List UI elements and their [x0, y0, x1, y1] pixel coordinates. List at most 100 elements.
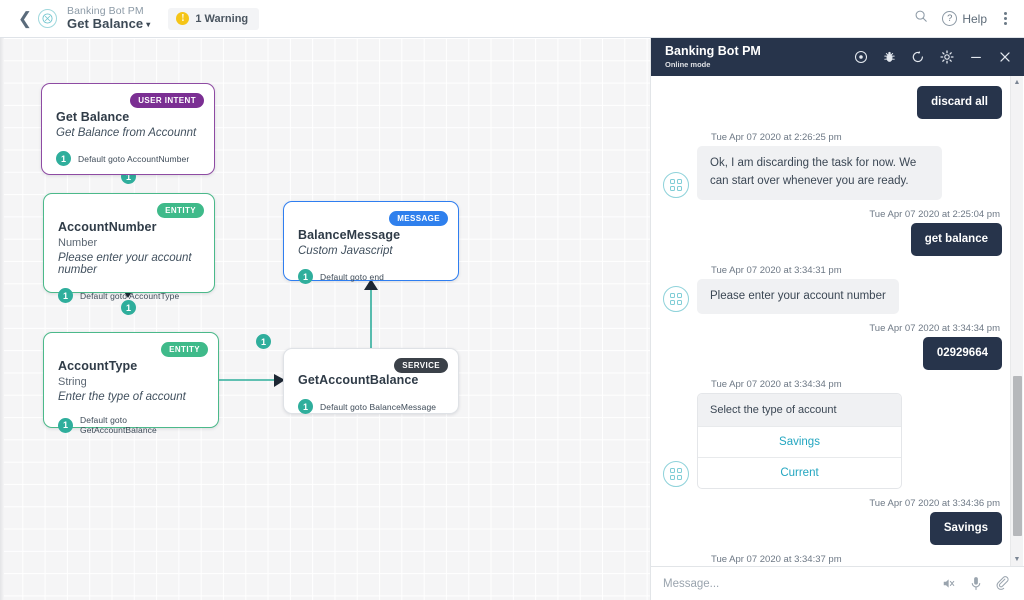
message-timestamp: Tue Apr 07 2020 at 3:34:36 pm	[869, 498, 1000, 510]
scrollbar-thumb[interactable]	[1013, 376, 1022, 536]
top-bar: ❮ Banking Bot PM Get Balance▾ ! 1 Warnin…	[0, 0, 1024, 38]
scroll-up-arrow[interactable]: ▲	[1013, 79, 1021, 86]
chat-header: Banking Bot PM Online mode	[651, 38, 1024, 76]
refresh-icon[interactable]	[911, 50, 925, 64]
message-bubble: Please enter your account number	[697, 278, 899, 315]
gear-icon[interactable]	[940, 50, 954, 64]
chat-input-bar[interactable]: Message...	[651, 566, 1024, 600]
transition-label: Default goto BalanceMessage	[320, 401, 437, 412]
node-get-balance[interactable]: USER INTENT Get Balance Get Balance from…	[41, 83, 215, 175]
node-transition[interactable]: 1 Default goto BalanceMessage	[298, 399, 444, 414]
transition-badge: 1	[56, 151, 71, 166]
node-prompt: Enter the type of account	[58, 391, 186, 403]
chat-message-user: Tue Apr 07 2020 at 2:25:04 pm get balanc…	[663, 209, 1002, 256]
node-type-tag: SERVICE	[394, 358, 448, 373]
transition-badge: 1	[58, 417, 73, 433]
chat-panel: Banking Bot PM Online mode	[650, 38, 1024, 600]
message-bubble: get balance	[910, 222, 1002, 256]
message-bubble: Savings	[929, 512, 1002, 546]
more-vertical-icon[interactable]	[1001, 9, 1010, 28]
message-input[interactable]: Message...	[663, 577, 720, 590]
speaker-mute-icon[interactable]	[942, 577, 956, 590]
choice-card: Select the type of account Savings Curre…	[697, 393, 902, 490]
node-get-account-balance[interactable]: SERVICE GetAccountBalance 1 Default goto…	[283, 348, 459, 414]
microphone-icon[interactable]	[970, 576, 982, 591]
message-bubble: 02929664	[922, 337, 1002, 371]
flow-name-label: Get Balance	[67, 16, 144, 32]
chat-status: Online mode	[665, 60, 711, 70]
transition-label: Default goto AccountNumber	[78, 153, 190, 164]
node-type-tag: USER INTENT	[130, 93, 204, 108]
node-prompt: Please enter your account number	[58, 252, 192, 276]
connector-badge[interactable]: 1	[121, 300, 136, 315]
chat-message-user: Tue Apr 07 2020 at 3:34:34 pm 02929664	[663, 323, 1002, 371]
help-button[interactable]: ? Help	[942, 11, 987, 26]
node-transition[interactable]: 1 Default goto end	[298, 269, 444, 284]
chevron-down-icon: ▾	[146, 20, 151, 30]
scroll-down-arrow[interactable]: ▼	[1013, 556, 1021, 563]
warning-badge[interactable]: ! 1 Warning	[168, 7, 260, 30]
node-type-tag: MESSAGE	[389, 211, 448, 226]
chat-input-tools	[942, 576, 1010, 591]
node-transition[interactable]: 1 Default goto AccountNumber	[56, 151, 200, 166]
node-account-number[interactable]: ENTITY AccountNumber Number Please enter…	[43, 193, 215, 303]
message-timestamp: Tue Apr 07 2020 at 2:26:25 pm	[711, 131, 842, 143]
warning-icon: !	[176, 12, 190, 25]
chat-message-bot: Tue Apr 07 2020 at 2:26:25 pm Ok, I am d…	[663, 132, 1002, 200]
chat-message-user: discard all	[663, 86, 1002, 119]
breadcrumb: Banking Bot PM Get Balance▾	[67, 5, 150, 32]
bot-name: Banking Bot PM	[67, 5, 144, 17]
bot-avatar-icon	[38, 9, 57, 28]
bot-avatar	[663, 171, 689, 198]
help-icon: ?	[942, 11, 958, 26]
node-title: GetAccountBalance	[298, 373, 419, 387]
record-icon[interactable]	[854, 50, 868, 64]
node-prompt: Custom Javascript	[298, 245, 393, 257]
bot-grid-icon	[670, 293, 682, 306]
search-icon[interactable]	[914, 9, 928, 28]
message-bubble: Ok, I am discarding the task for now. We…	[697, 145, 942, 200]
chat-message-user: Tue Apr 07 2020 at 3:34:36 pm Savings	[663, 498, 1002, 546]
transition-label: Default goto end	[320, 271, 384, 282]
debug-bug-icon[interactable]	[883, 50, 896, 64]
choice-option-savings[interactable]: Savings	[698, 426, 901, 457]
node-subtype: Number	[58, 237, 98, 249]
node-balance-message[interactable]: MESSAGE BalanceMessage Custom Javascript…	[283, 201, 459, 284]
node-title: AccountNumber	[58, 220, 157, 234]
node-title: Get Balance	[56, 110, 130, 124]
back-button[interactable]: ❮	[17, 9, 33, 28]
chat-message-bot: Tue Apr 07 2020 at 3:34:31 pm Please ent…	[663, 265, 1002, 315]
transition-label: Default goto AccountType	[80, 290, 180, 301]
flow-name-dropdown[interactable]: Get Balance▾	[67, 16, 151, 32]
chat-message-bot: Tue Apr 07 2020 at 3:34:37 pm The Balanc…	[663, 554, 1002, 566]
node-title: AccountType	[58, 359, 138, 373]
node-type-tag: ENTITY	[157, 203, 204, 218]
node-transition[interactable]: 1 Default goto AccountType	[58, 288, 200, 303]
chat-message-list[interactable]: discard all Tue Apr 07 2020 at 2:26:25 p…	[651, 76, 1024, 566]
bot-grid-icon	[670, 468, 682, 481]
message-bubble: discard all	[917, 86, 1002, 119]
close-icon[interactable]	[998, 50, 1012, 64]
attachment-icon[interactable]	[996, 576, 1010, 591]
node-title: BalanceMessage	[298, 228, 401, 242]
flow-canvas[interactable]: 1 1 1 1 USER INTENT Get Balance Get Bala…	[0, 38, 650, 600]
transition-badge: 1	[58, 288, 73, 303]
node-account-type[interactable]: ENTITY AccountType String Enter the type…	[43, 332, 219, 435]
message-timestamp: Tue Apr 07 2020 at 3:34:34 pm	[711, 379, 842, 391]
message-timestamp: Tue Apr 07 2020 at 3:34:34 pm	[869, 323, 1000, 335]
choice-prompt: Select the type of account	[698, 394, 901, 427]
bot-grid-icon	[670, 178, 682, 191]
bot-avatar	[663, 461, 689, 488]
help-label: Help	[962, 11, 987, 26]
node-transition[interactable]: 1 Default goto GetAccountBalance	[58, 415, 204, 435]
minimize-icon[interactable]	[969, 50, 983, 64]
connector-badge[interactable]: 1	[256, 334, 271, 349]
message-timestamp: Tue Apr 07 2020 at 3:34:37 pm	[711, 554, 842, 566]
chat-scrollbar[interactable]: ▲ ▼	[1010, 76, 1023, 566]
choice-option-current[interactable]: Current	[698, 457, 901, 488]
canvas-left-shadow	[0, 38, 4, 600]
transition-badge: 1	[298, 269, 313, 284]
node-type-tag: ENTITY	[161, 342, 208, 357]
chat-header-actions	[854, 50, 1012, 64]
